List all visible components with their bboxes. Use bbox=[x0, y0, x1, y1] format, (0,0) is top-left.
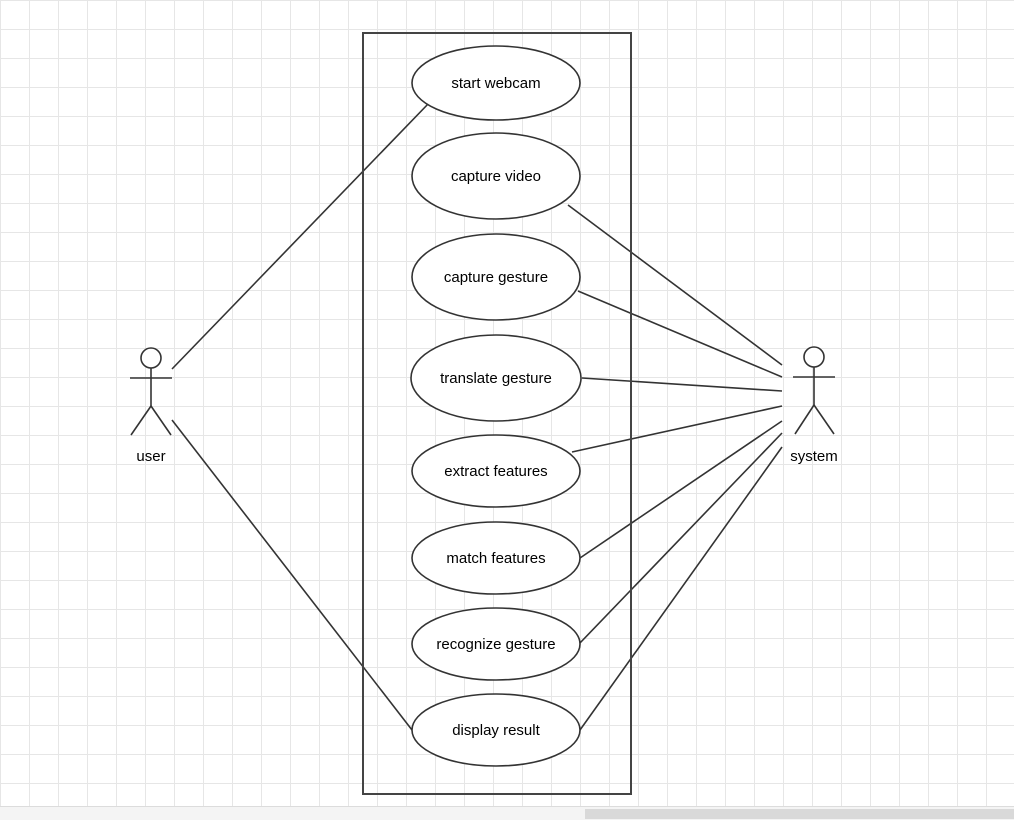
use-case-label: start webcam bbox=[451, 75, 540, 92]
use-case-label: capture gesture bbox=[444, 269, 548, 286]
use-case-label: recognize gesture bbox=[436, 636, 555, 653]
association-system-capture-video bbox=[567, 204, 783, 366]
use-case-ellipse bbox=[411, 434, 581, 508]
association-system-extract-features bbox=[571, 405, 783, 453]
association-system-display-result bbox=[579, 446, 783, 731]
use-case-label: translate gesture bbox=[440, 370, 552, 387]
use-case-translate-gesture[interactable]: translate gesture bbox=[410, 334, 582, 422]
use-case-display-result[interactable]: display result bbox=[411, 693, 581, 767]
use-case-ellipse bbox=[411, 233, 581, 321]
use-case-label: match features bbox=[446, 550, 545, 567]
association-system-match-features bbox=[579, 420, 783, 559]
stick-figure-icon bbox=[793, 346, 835, 435]
actor-system[interactable]: system bbox=[790, 346, 838, 465]
association-system-translate-gesture bbox=[581, 377, 783, 392]
use-case-match-features[interactable]: match features bbox=[411, 521, 581, 595]
use-case-capture-gesture[interactable]: capture gesture bbox=[411, 233, 581, 321]
association-lines bbox=[171, 102, 783, 731]
system-boundary[interactable] bbox=[362, 32, 632, 795]
use-case-ellipse bbox=[411, 45, 581, 121]
actor-user[interactable]: user bbox=[130, 347, 172, 465]
association-user-start-webcam bbox=[171, 102, 430, 370]
actor-label: system bbox=[790, 448, 838, 465]
use-case-recognize-gesture[interactable]: recognize gesture bbox=[411, 607, 581, 681]
association-user-display-result bbox=[171, 419, 413, 731]
use-case-capture-video[interactable]: capture video bbox=[411, 132, 581, 220]
use-case-ellipse bbox=[411, 693, 581, 767]
association-system-recognize-gesture bbox=[578, 432, 783, 645]
use-case-extract-features[interactable]: extract features bbox=[411, 434, 581, 508]
actor-label: user bbox=[136, 448, 165, 465]
use-case-ellipse bbox=[411, 132, 581, 220]
use-case-ellipse bbox=[411, 521, 581, 595]
use-case-ellipse bbox=[410, 334, 582, 422]
use-case-start-webcam[interactable]: start webcam bbox=[411, 45, 581, 121]
use-case-ellipse bbox=[411, 607, 581, 681]
stick-figure-icon bbox=[130, 347, 172, 436]
association-system-capture-gesture bbox=[577, 290, 783, 378]
use-case-label: extract features bbox=[444, 463, 547, 480]
use-case-label: capture video bbox=[451, 168, 541, 185]
horizontal-scrollbar[interactable] bbox=[585, 809, 1014, 819]
use-case-label: display result bbox=[452, 722, 540, 739]
